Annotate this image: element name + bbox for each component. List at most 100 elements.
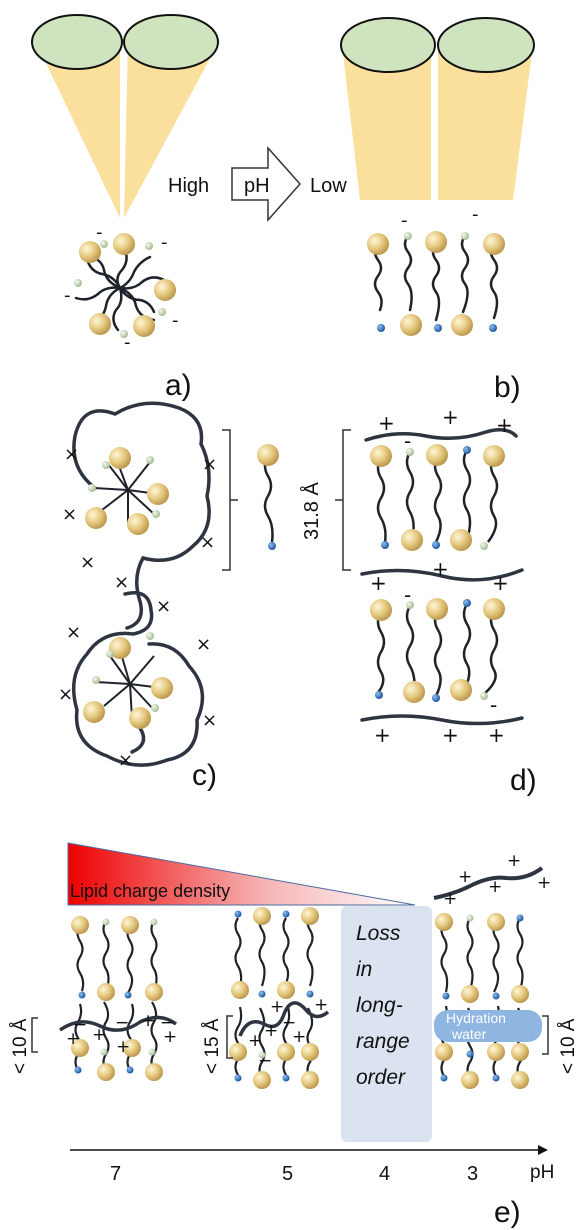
svg-text:-: - (64, 285, 71, 306)
svg-text:water: water (451, 1026, 487, 1042)
svg-text:+: + (248, 1031, 262, 1051)
svg-text:+: + (264, 1021, 278, 1041)
svg-text:+: + (458, 867, 472, 887)
svg-text:+: + (488, 723, 505, 747)
svg-text:Loss: Loss (356, 922, 401, 945)
loss-order-text: Loss in long- range order (356, 922, 410, 1089)
spacing-right: < 10 Å (558, 1018, 577, 1074)
single-lipid (257, 444, 279, 550)
cone-pair-low-ph (340, 17, 535, 200)
ph-axis (70, 1145, 548, 1155)
bracket-d (335, 429, 351, 571)
panel-d-polymers (360, 428, 524, 726)
ph-tick-5: 5 (282, 1163, 293, 1185)
svg-text:−: − (115, 1013, 129, 1033)
ph-tick-7: 7 (110, 1163, 121, 1185)
svg-text:-: - (124, 332, 131, 353)
bracket-e-middle (226, 1015, 233, 1059)
svg-text:×: × (64, 444, 79, 465)
svg-text:+: + (442, 723, 459, 747)
ph-tick-3: 3 (467, 1163, 478, 1185)
svg-text:×: × (62, 504, 77, 525)
svg-text:+: + (492, 571, 509, 595)
svg-text:range: range (356, 1030, 410, 1053)
detached-polymer (433, 866, 544, 900)
panel-label-a: a) (165, 369, 192, 402)
svg-text:-: - (404, 583, 411, 607)
svg-text:long-: long- (356, 994, 403, 1017)
panel-label-e: e) (494, 1196, 521, 1229)
svg-text:-: - (161, 232, 168, 253)
svg-text:-: - (401, 210, 408, 231)
svg-text:−: − (160, 1013, 174, 1033)
panel-e-charges: −+− +−+ ++ +−+ +++ − +++ ++ (66, 851, 551, 1071)
svg-text:Hydration: Hydration (446, 1010, 506, 1026)
svg-text:+: + (432, 557, 449, 581)
bracket-e-right (542, 1015, 549, 1055)
lipid-row-b (367, 231, 505, 336)
svg-text:×: × (66, 622, 81, 643)
micelle-c-top (85, 447, 169, 535)
bracket-c (222, 429, 238, 571)
stack-ph7 (58, 916, 178, 1081)
charge-density-wedge (67, 842, 416, 906)
svg-text:×: × (114, 572, 129, 593)
svg-text:×: × (118, 750, 133, 771)
stack-ph3 (433, 866, 544, 1089)
arrow-left-label: High (168, 175, 209, 197)
panel-d-lipids (370, 444, 505, 703)
stack-ph5 (229, 907, 330, 1089)
ph-axis-unit: pH (530, 1162, 554, 1183)
svg-text:-: - (472, 204, 479, 225)
svg-text:-: - (96, 222, 103, 243)
svg-text:+: + (370, 571, 387, 595)
arrow-right-label: Low (310, 175, 347, 197)
loss-order-box (341, 906, 432, 1142)
svg-text:-: - (404, 429, 411, 453)
svg-text:+: + (488, 877, 502, 897)
svg-text:×: × (58, 684, 73, 705)
panel-label-d: d) (510, 764, 537, 797)
svg-text:+: + (537, 873, 551, 893)
svg-text:+: + (92, 1025, 106, 1045)
micelle-c-bottom (83, 632, 173, 729)
svg-text:+: + (374, 723, 391, 747)
svg-text:×: × (202, 454, 217, 475)
hydration-water-label: Hydration water (446, 1010, 506, 1042)
charge-density-label: Lipid charge density (70, 881, 230, 901)
ph-transition-arrow (231, 146, 302, 222)
panel-d-charges: +++ - +++ -- +++ (370, 405, 513, 747)
svg-text:-: - (490, 693, 497, 717)
svg-text:×: × (200, 532, 215, 553)
svg-text:+: + (442, 405, 459, 429)
svg-text:+: + (141, 1011, 155, 1031)
svg-text:order: order (356, 1066, 406, 1089)
hydration-water-region (434, 1010, 542, 1042)
svg-text:+: + (270, 997, 284, 1017)
panel-label-b: b) (494, 371, 521, 404)
svg-text:+: + (443, 889, 457, 909)
svg-text:in: in (356, 958, 372, 981)
spacing-left: < 10 Å (10, 1018, 31, 1074)
svg-text:×: × (80, 552, 95, 573)
svg-text:+: + (314, 995, 328, 1015)
svg-text:-: - (172, 310, 179, 331)
svg-text:−: − (282, 1013, 296, 1033)
d-spacing-label: 31.8 Å (300, 482, 323, 540)
polymer-wrapped-micelles (71, 401, 211, 767)
panel-c-charges: × × × × × × × × × × × × (58, 444, 217, 771)
svg-text:×: × (196, 634, 211, 655)
bracket-e-left (31, 1017, 38, 1053)
svg-text:+: + (292, 1027, 306, 1047)
micelle-a-charges: - - - - - (64, 222, 179, 353)
svg-text:+: + (163, 1027, 177, 1047)
ph-tick-4: 4 (379, 1163, 390, 1185)
svg-text:−: − (73, 1015, 87, 1035)
svg-text:+: + (66, 1029, 80, 1049)
svg-text:×: × (156, 596, 171, 617)
panel-label-c: c) (192, 759, 217, 792)
arrow-middle-label: pH (244, 175, 270, 197)
svg-text:×: × (202, 710, 217, 731)
cone-pair-high-ph (31, 14, 220, 218)
